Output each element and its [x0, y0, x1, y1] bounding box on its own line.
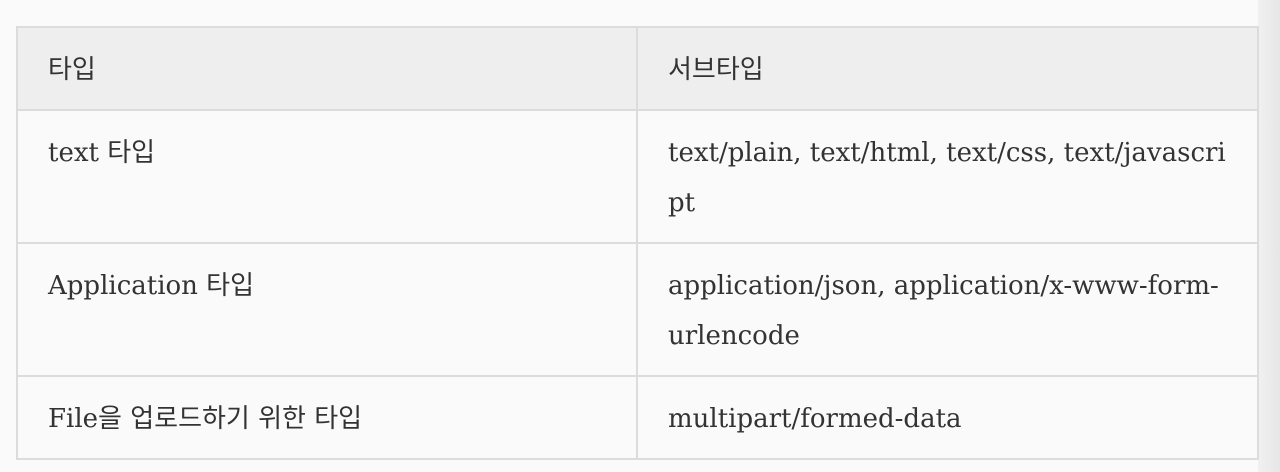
scrollbar-gutter — [1258, 0, 1280, 472]
table-row: File을 업로드하기 위한 타입 multipart/formed-data — [16, 375, 1259, 460]
table-row: Application 타입 application/json, applica… — [16, 242, 1259, 377]
cell-subtype: text/plain, text/html, text/css, text/ja… — [636, 109, 1259, 244]
header-type: 타입 — [16, 26, 638, 111]
table-header-row: 타입 서브타입 — [16, 26, 1259, 111]
header-subtype: 서브타입 — [636, 26, 1259, 111]
table-row: text 타입 text/plain, text/html, text/css,… — [16, 109, 1259, 244]
cell-subtype: multipart/formed-data — [636, 375, 1259, 460]
cell-type: text 타입 — [16, 109, 638, 244]
cell-type: Application 타입 — [16, 242, 638, 377]
cell-type: File을 업로드하기 위한 타입 — [16, 375, 638, 460]
mime-type-table: 타입 서브타입 text 타입 text/plain, text/html, t… — [16, 26, 1259, 460]
cell-subtype: application/json, application/x-www-form… — [636, 242, 1259, 377]
